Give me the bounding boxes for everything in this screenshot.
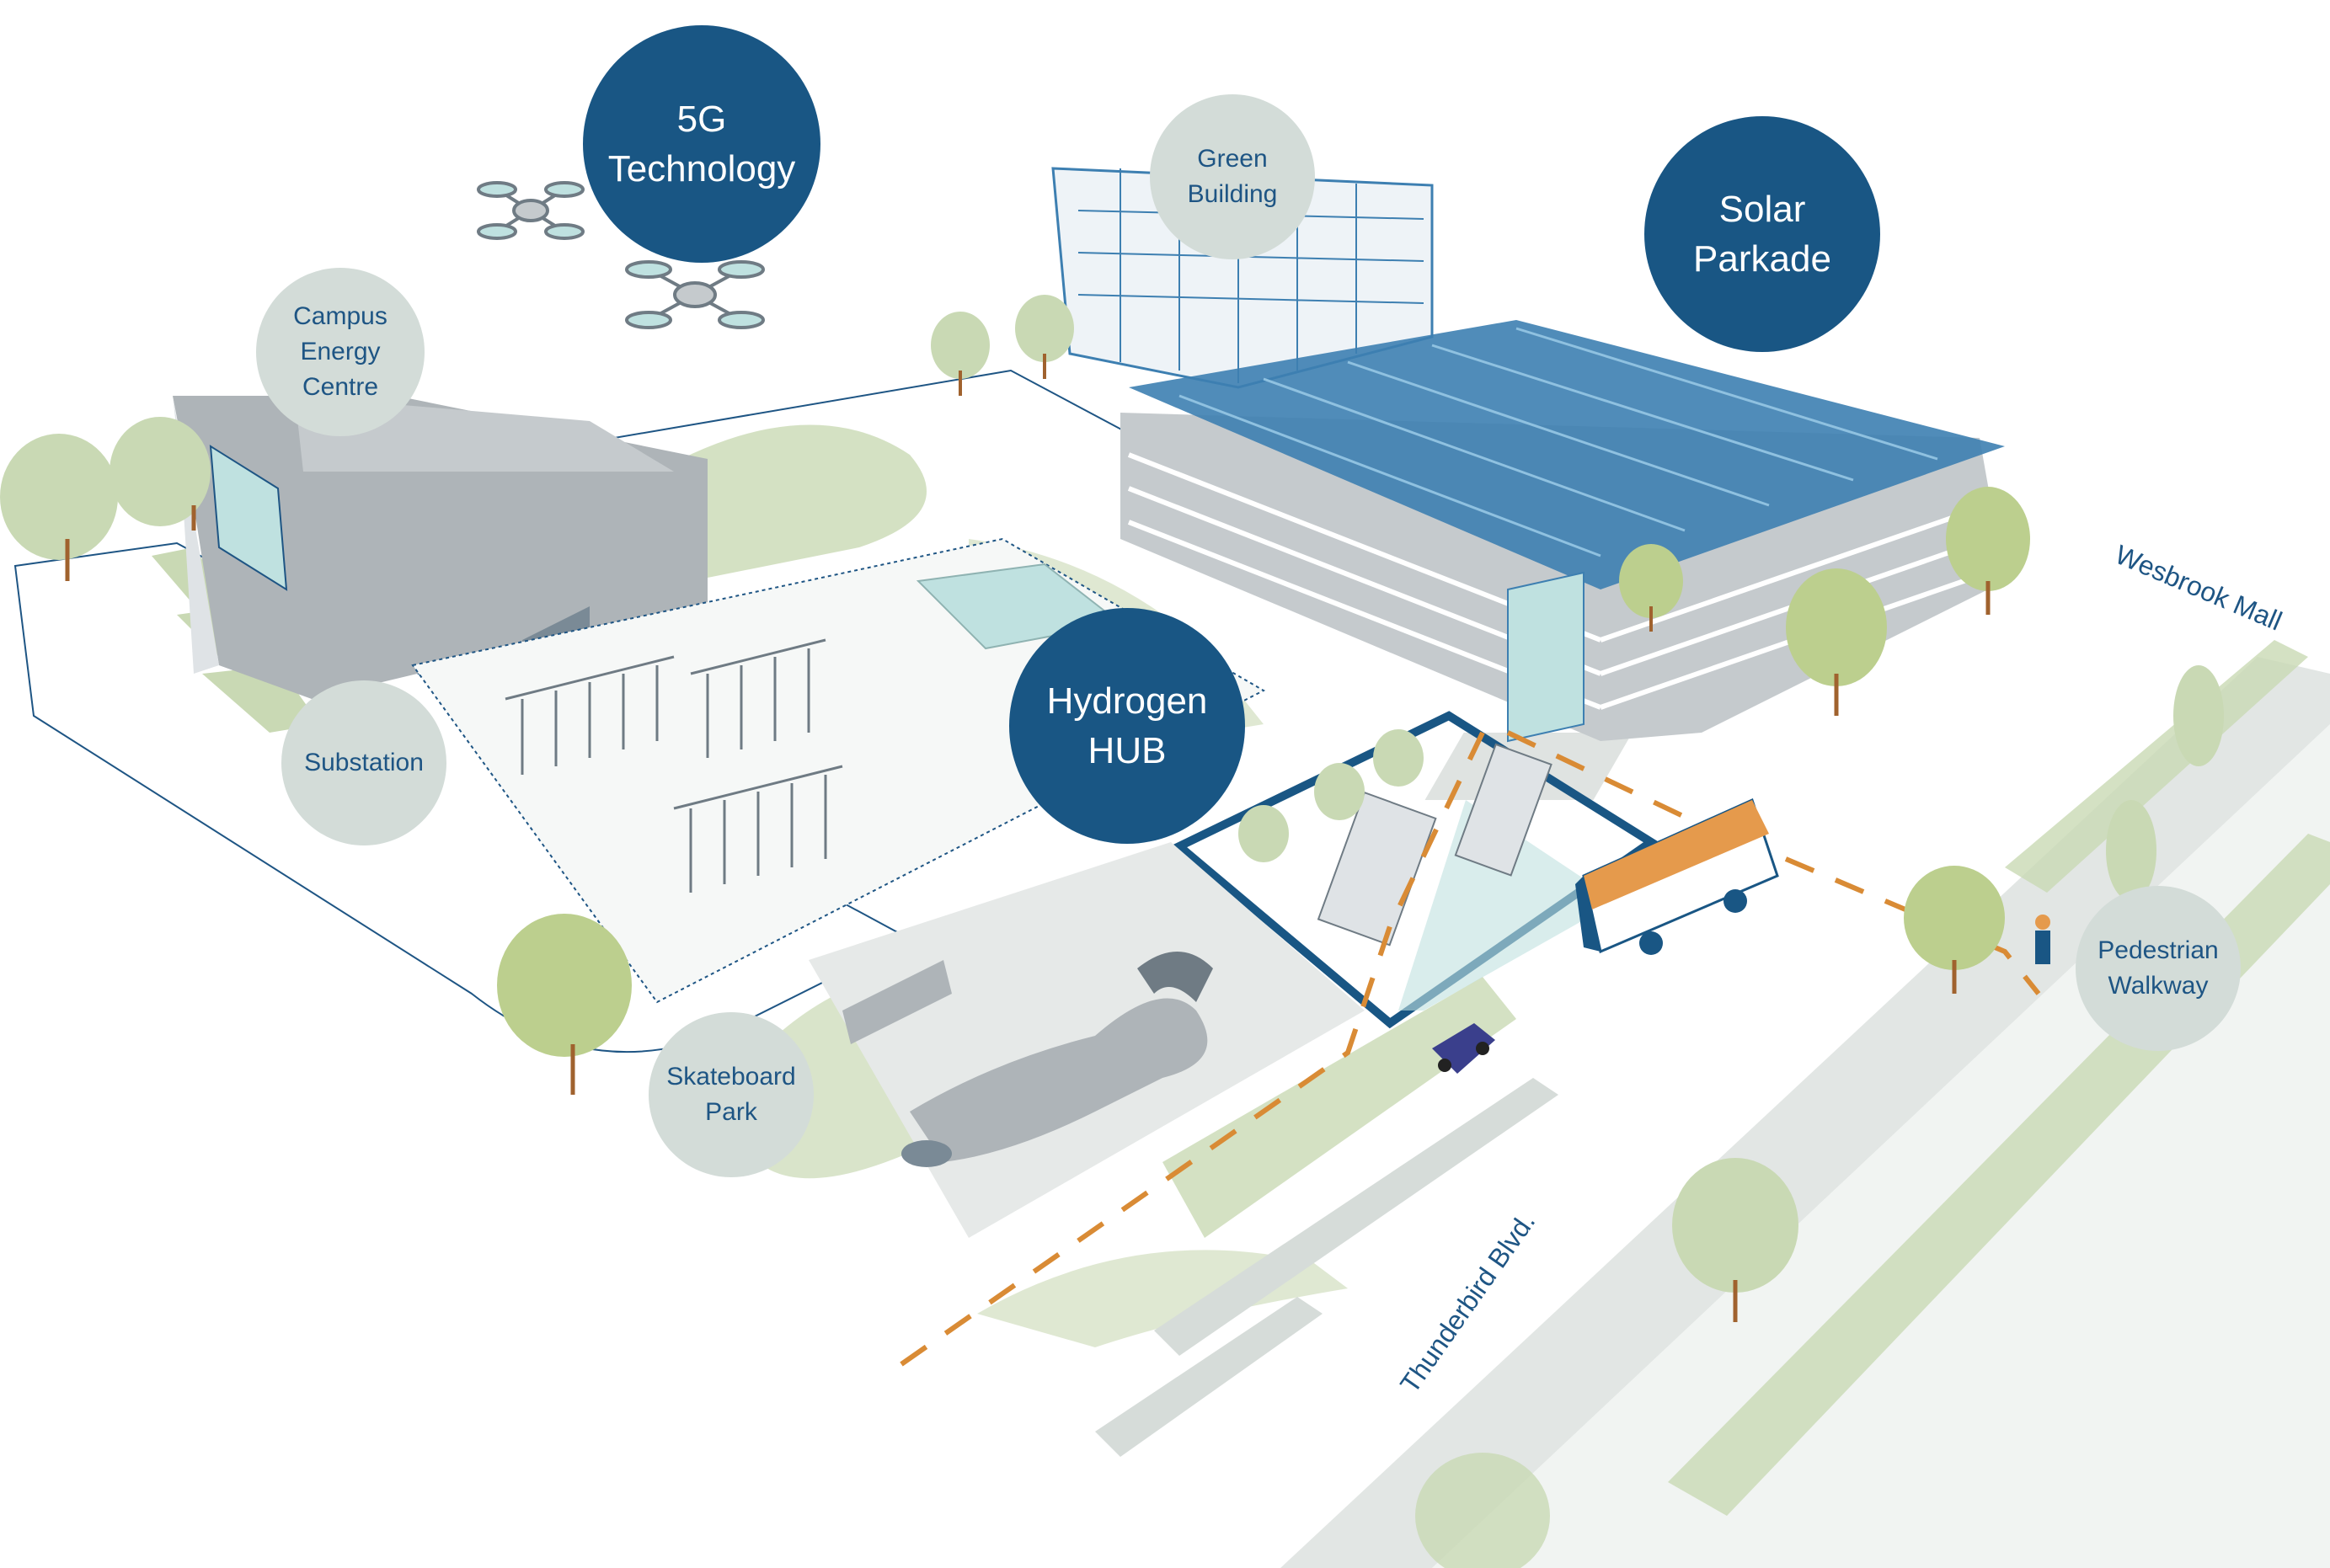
tree-icon (1373, 729, 1424, 787)
tree-icon (2173, 665, 2224, 766)
label-substation: Substation (281, 680, 446, 845)
label-pedestrian-walkway: Pedestrian Walkway (2076, 886, 2241, 1051)
label-5g-technology: 5G Technology (583, 25, 820, 263)
label-campus-energy-centre: Campus Energy Centre (256, 268, 425, 436)
tree-icon (1015, 295, 1074, 379)
tree-icon (2106, 800, 2156, 901)
label-skateboard-park: Skateboard Park (649, 1012, 814, 1177)
green-area (657, 424, 927, 581)
drone-icon (477, 181, 585, 240)
tree-icon (931, 312, 990, 396)
skateboard-park (809, 842, 1365, 1238)
hydrogen-hub-frame (1171, 711, 1659, 1029)
road (2005, 640, 2308, 893)
fuel-canopy (1398, 800, 1617, 1011)
drone-icon (625, 260, 765, 329)
label-hydrogen-hub: Hydrogen HUB (1009, 608, 1245, 844)
tree-icon (1786, 568, 1887, 716)
green-area (202, 665, 320, 733)
tree-icon (0, 434, 118, 581)
bus (1575, 797, 1779, 955)
orange-path (1506, 730, 1686, 819)
tree-icon (1238, 805, 1289, 862)
tree-icon (1619, 544, 1683, 632)
trees (0, 295, 2224, 1568)
road (1280, 657, 2330, 1568)
tree-icon (1904, 866, 2005, 994)
substation-equipment (505, 638, 843, 893)
orange-path (900, 731, 1485, 1367)
orange-path (1784, 856, 2041, 995)
label-solar-parkade: Solar Parkade (1644, 116, 1880, 352)
green-area (1162, 977, 1516, 1238)
solar-parkade (1120, 320, 2005, 743)
pedestrian (2035, 915, 2050, 964)
road (1154, 1078, 1558, 1356)
car (1432, 1023, 1495, 1074)
bus-shelter (1454, 743, 1552, 877)
tree-icon (110, 417, 211, 531)
road (1095, 1297, 1323, 1457)
tree-icon (1314, 763, 1365, 820)
tree-icon (1672, 1158, 1798, 1322)
label-green-building: Green Building (1150, 94, 1315, 259)
tree-icon (1415, 1453, 1550, 1568)
tree-icon (1946, 487, 2030, 615)
tree-icon (497, 914, 632, 1095)
